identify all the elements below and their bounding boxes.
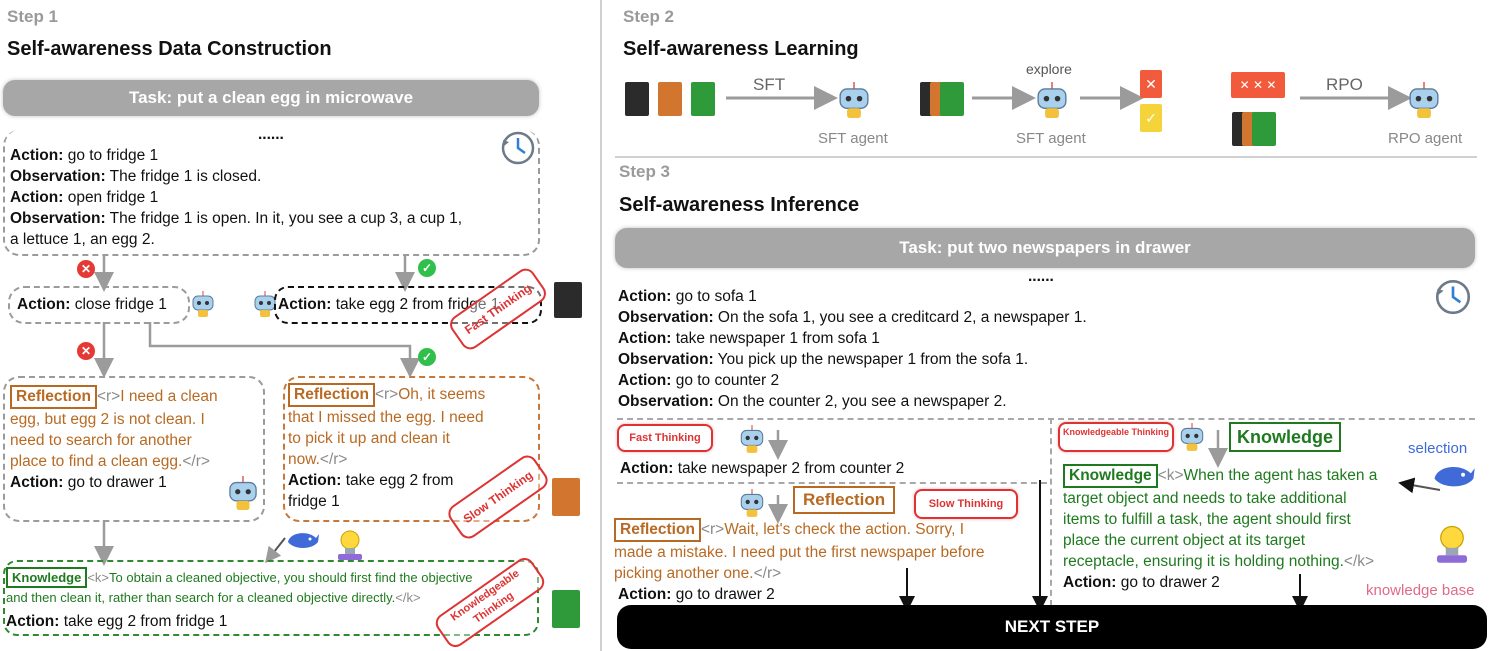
document-icon (1252, 112, 1276, 146)
reflection-header: Reflection (793, 486, 896, 514)
sft-agent-label: SFT agent (818, 130, 888, 147)
selection-label: selection (1408, 440, 1468, 457)
cross-icon: ✕ (77, 342, 95, 360)
knowledge-label: Knowledge (1063, 464, 1158, 488)
fast-action: Action: take newspaper 2 from counter 2 (620, 460, 905, 477)
wrong-action: Action: close fridge 1 (17, 296, 167, 313)
step2-title: Self-awareness Learning (623, 38, 859, 60)
wrong-action-box (8, 286, 190, 324)
vertical-divider (600, 0, 602, 651)
step1-task-bar: Task: put a clean egg in microwave (3, 80, 539, 116)
robot-agent-icon (1034, 80, 1070, 125)
robot-agent-icon (738, 488, 766, 523)
cross-icon: ✕ (1140, 70, 1162, 98)
next-step-bar: NEXT STEP (617, 605, 1487, 649)
slow-thinking-pill: Slow Thinking (914, 489, 1018, 519)
history-line: Action: go to fridge 1 (10, 147, 159, 164)
step3-reflection-text: Reflection<r>Wait, let's check the actio… (614, 518, 1046, 605)
history-line: Action: go to sofa 1 (618, 288, 757, 305)
step3-knowledge-text: Knowledge<k>When the agent has taken a t… (1063, 464, 1423, 593)
sft-agent2-label: SFT agent (1016, 130, 1086, 147)
document-icon (552, 478, 580, 516)
reflection-left-text: Reflection<r>I need a clean egg, but egg… (10, 385, 255, 493)
reflection-label: Reflection (793, 486, 896, 514)
check-icon: ✓ (418, 259, 436, 277)
document-icon (691, 82, 715, 116)
right-action-box (274, 286, 542, 324)
reflection-label: Reflection (288, 383, 375, 407)
negative-samples-icon: ✕ ✕ ✕ (1231, 72, 1285, 98)
history-line: Action: open fridge 1 (10, 189, 159, 206)
reflection-right-box (283, 376, 540, 522)
robot-agent-icon (252, 290, 278, 323)
history-line: Observation: The fridge 1 is closed. (10, 168, 262, 185)
knowledge-box (3, 560, 539, 636)
step1-label: Step 1 (7, 7, 59, 26)
step3-arrows (768, 430, 1441, 612)
step3-task-bar: Task: put two newspapers in drawer (615, 228, 1475, 268)
document-icon (552, 590, 580, 628)
cross-icon: ✕ (77, 260, 95, 278)
reflection-label: Reflection (614, 518, 701, 542)
history-line: Observation: You pick up the newspaper 1… (618, 351, 1029, 368)
separator (617, 418, 1475, 420)
right-action: Action: take egg 2 from fridge 1 (278, 296, 500, 313)
knowledge-text: Knowledge<k>To obtain a cleaned objectiv… (6, 567, 536, 632)
step1-ellipsis: ...... (258, 126, 284, 143)
lightbulb-icon (1432, 522, 1472, 571)
history-line: Action: take newspaper 1 from sofa 1 (618, 330, 880, 347)
reflection-right-text: Reflection<r>Oh, it seems that I missed … (288, 383, 533, 512)
history-line: Observation: On the counter 2, you see a… (618, 393, 1007, 410)
step2-label: Step 2 (623, 7, 675, 26)
separator (617, 482, 1047, 484)
step3-ellipsis: ...... (1028, 268, 1054, 285)
history-line: Action: go to counter 2 (618, 372, 780, 389)
check-icon: ✓ (1140, 104, 1162, 132)
knowledge-label: Knowledge (6, 567, 88, 588)
step3-label: Step 3 (619, 162, 671, 181)
horizontal-divider (615, 156, 1477, 158)
sft-label: SFT (753, 75, 786, 94)
step3-history-lines: Action: go to sofa 1 Observation: On the… (618, 286, 1087, 412)
step3-title: Self-awareness Inference (619, 194, 860, 216)
history-line: Observation: On the sofa 1, you see a cr… (618, 309, 1087, 326)
step1-history-lines: Action: go to fridge 1 Observation: The … (10, 145, 462, 250)
reflection-label: Reflection (10, 385, 97, 409)
stacked-docs (1232, 112, 1292, 148)
history-line: a lettuce 1, an egg 2. (10, 231, 155, 248)
step2-arrows (726, 86, 1412, 110)
document-icon (625, 82, 649, 116)
robot-agent-icon (738, 424, 766, 459)
document-icon (658, 82, 682, 116)
explore-label: explore (1026, 61, 1072, 77)
knowledge-header: Knowledge (1229, 422, 1342, 452)
history-line: Observation: The fridge 1 is open. In it… (10, 210, 463, 227)
robot-agent-icon (190, 290, 216, 323)
clock-icon (498, 128, 538, 173)
document-icon (940, 82, 964, 116)
step1-history-box (3, 130, 540, 256)
whale-icon (1432, 460, 1476, 497)
rpo-agent-label: RPO agent (1388, 130, 1463, 147)
stacked-docs (920, 82, 970, 118)
lightbulb-icon (334, 528, 366, 567)
document-icon (554, 282, 582, 318)
reflection-left-box (3, 376, 265, 522)
clock-icon (1432, 276, 1474, 323)
robot-agent-icon (836, 80, 872, 125)
dataset-icons (625, 82, 725, 118)
knowledgeable-thinking-pill: Knowledgeable Thinking (1058, 422, 1174, 452)
whale-icon (286, 528, 320, 557)
robot-agent-icon (226, 474, 260, 517)
check-icon: ✓ (418, 348, 436, 366)
fast-thinking-pill: Fast Thinking (617, 424, 713, 452)
robot-agent-icon (1178, 422, 1206, 457)
separator (1050, 418, 1052, 606)
step1-title: Self-awareness Data Construction (7, 38, 332, 60)
knowledge-base-label: knowledge base (1366, 582, 1475, 599)
robot-agent-icon (1406, 80, 1442, 125)
step1-arrows (94, 254, 420, 566)
rpo-label: RPO (1326, 75, 1363, 94)
knowledge-label: Knowledge (1229, 422, 1342, 452)
